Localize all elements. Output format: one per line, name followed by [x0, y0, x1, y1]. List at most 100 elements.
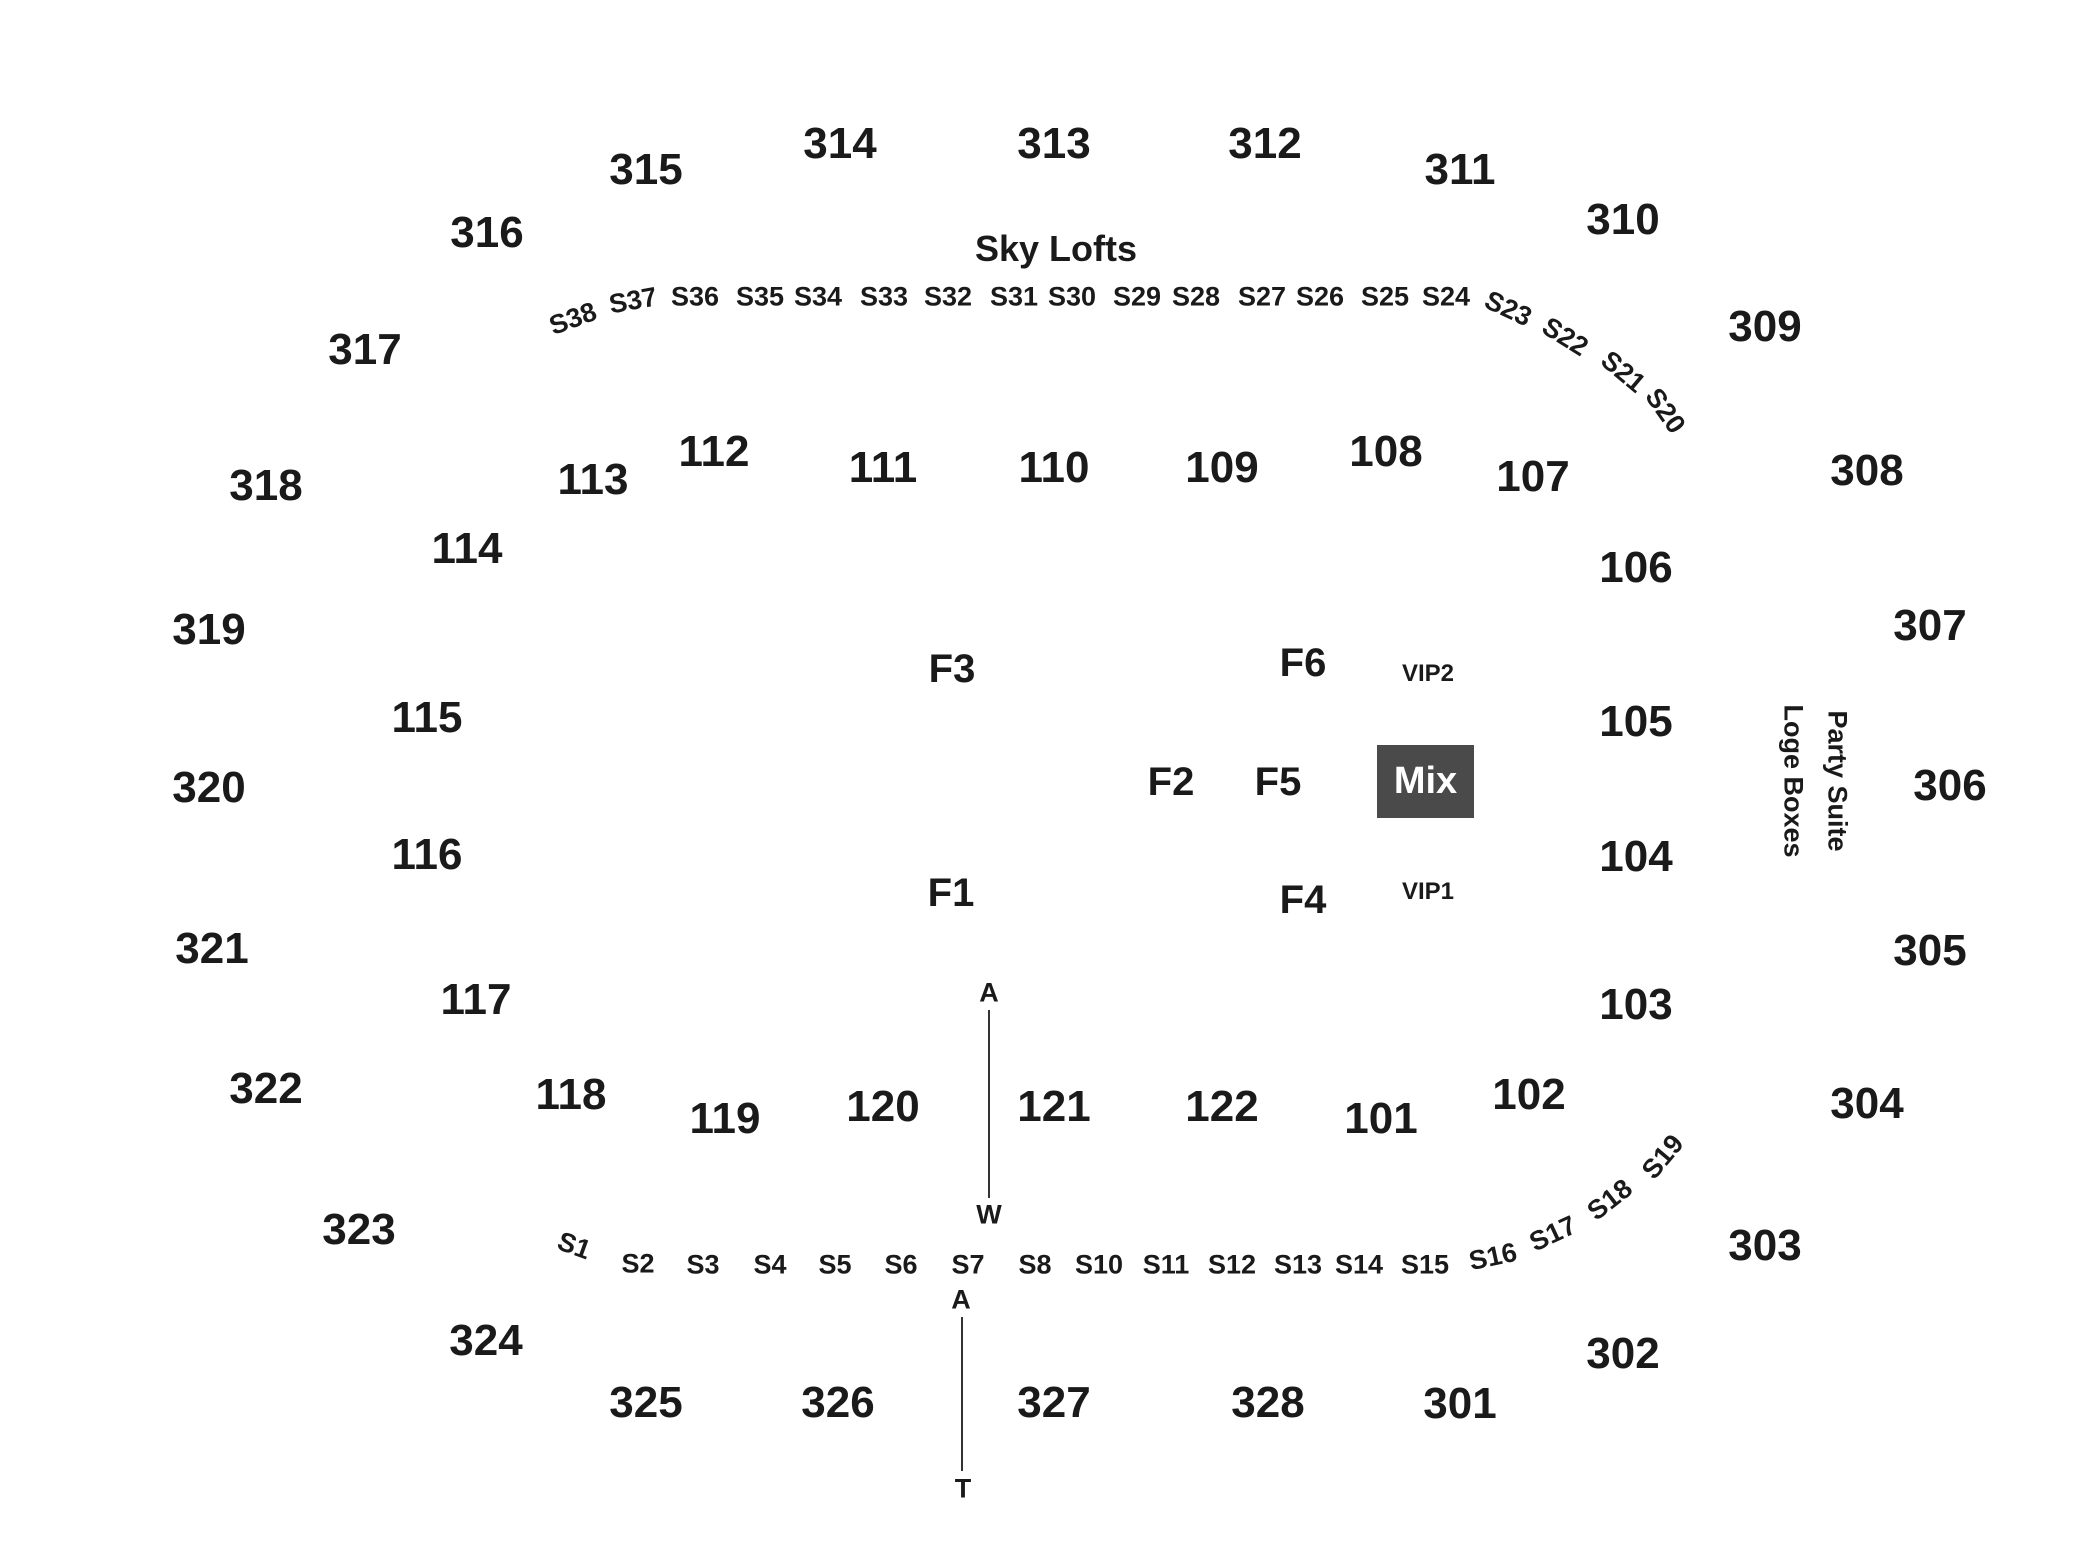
section-113[interactable]: 113	[557, 455, 629, 504]
section-106[interactable]: 106	[1599, 543, 1673, 592]
suite-s10[interactable]: S10	[1074, 1249, 1124, 1280]
suite-s6[interactable]: S6	[884, 1249, 918, 1280]
suite-s32[interactable]: S32	[923, 281, 973, 312]
section-122[interactable]: 122	[1185, 1082, 1259, 1131]
suite-s22[interactable]: S22	[1536, 311, 1594, 363]
suite-s25[interactable]: S25	[1360, 281, 1410, 312]
section-315[interactable]: 315	[609, 145, 683, 194]
section-306[interactable]: 306	[1913, 761, 1987, 810]
suite-s2[interactable]: S2	[621, 1248, 655, 1279]
section-323[interactable]: 323	[322, 1205, 396, 1254]
suite-s28[interactable]: S28	[1171, 281, 1221, 312]
section-116[interactable]: 116	[391, 830, 463, 879]
section-307[interactable]: 307	[1893, 601, 1967, 650]
section-319[interactable]: 319	[172, 605, 246, 654]
loge-boxes-label[interactable]: Loge Boxes	[1778, 704, 1809, 858]
suite-s35[interactable]: S35	[735, 281, 785, 312]
section-102[interactable]: 102	[1492, 1070, 1566, 1119]
section-311[interactable]: 311	[1424, 145, 1496, 194]
mix-label: Mix	[1393, 760, 1458, 802]
mix-position-box[interactable]: Mix	[1377, 745, 1474, 818]
section-121[interactable]: 121	[1017, 1082, 1091, 1131]
section-107[interactable]: 107	[1496, 452, 1570, 501]
floor-section-f6[interactable]: F6	[1279, 641, 1327, 685]
suite-s26[interactable]: S26	[1295, 281, 1345, 312]
section-104[interactable]: 104	[1599, 832, 1673, 881]
section-328[interactable]: 328	[1231, 1378, 1305, 1427]
section-305[interactable]: 305	[1893, 926, 1967, 975]
section-118[interactable]: 118	[535, 1070, 607, 1119]
suite-s34[interactable]: S34	[793, 281, 843, 312]
section-321[interactable]: 321	[175, 924, 249, 973]
suite-s11[interactable]: S11	[1142, 1249, 1190, 1280]
section-117[interactable]: 117	[440, 975, 512, 1024]
section-310[interactable]: 310	[1586, 195, 1660, 244]
section-111[interactable]: 111	[848, 443, 918, 492]
section-101[interactable]: 101	[1344, 1094, 1418, 1143]
suite-s38[interactable]: S38	[545, 296, 601, 341]
suite-s13[interactable]: S13	[1273, 1249, 1323, 1280]
section-115[interactable]: 115	[391, 693, 463, 742]
suite-s8[interactable]: S8	[1018, 1249, 1052, 1280]
floor-section-f4[interactable]: F4	[1279, 878, 1327, 922]
vip-section-vip2[interactable]: VIP2	[1401, 660, 1455, 687]
floor-section-f1[interactable]: F1	[927, 871, 975, 915]
suite-s5[interactable]: S5	[818, 1249, 852, 1280]
section-110[interactable]: 110	[1018, 443, 1090, 492]
section-103[interactable]: 103	[1599, 980, 1673, 1029]
suite-s33[interactable]: S33	[859, 281, 909, 312]
section-308[interactable]: 308	[1830, 446, 1904, 495]
aisle-marker-w: W	[976, 1199, 1002, 1230]
section-312[interactable]: 312	[1228, 119, 1302, 168]
suite-s7[interactable]: S7	[951, 1249, 985, 1280]
floor-section-f2[interactable]: F2	[1147, 760, 1195, 804]
suite-s1[interactable]: S1	[553, 1225, 595, 1266]
section-318[interactable]: 318	[229, 461, 303, 510]
floor-section-f5[interactable]: F5	[1254, 760, 1302, 804]
suite-s14[interactable]: S14	[1334, 1249, 1384, 1280]
suite-s31[interactable]: S31	[989, 281, 1039, 312]
section-314[interactable]: 314	[803, 119, 877, 168]
section-325[interactable]: 325	[609, 1378, 683, 1427]
suite-s21[interactable]: S21	[1595, 344, 1652, 399]
section-109[interactable]: 109	[1185, 443, 1259, 492]
section-320[interactable]: 320	[172, 763, 246, 812]
section-313[interactable]: 313	[1017, 119, 1091, 168]
section-120[interactable]: 120	[846, 1082, 920, 1131]
suite-s17[interactable]: S17	[1524, 1209, 1581, 1258]
suite-s36[interactable]: S36	[670, 281, 720, 312]
suite-s29[interactable]: S29	[1112, 281, 1162, 312]
suite-s4[interactable]: S4	[753, 1249, 787, 1280]
suite-s27[interactable]: S27	[1237, 281, 1287, 312]
section-327[interactable]: 327	[1017, 1378, 1091, 1427]
suite-s12[interactable]: S12	[1207, 1249, 1257, 1280]
section-316[interactable]: 316	[450, 208, 524, 257]
suite-s20[interactable]: S20	[1639, 382, 1692, 439]
section-302[interactable]: 302	[1586, 1329, 1660, 1378]
section-322[interactable]: 322	[229, 1064, 303, 1113]
suite-s15[interactable]: S15	[1400, 1249, 1450, 1280]
suite-s3[interactable]: S3	[686, 1249, 720, 1280]
section-309[interactable]: 309	[1728, 302, 1802, 351]
suite-s23[interactable]: S23	[1480, 284, 1537, 333]
vip-section-vip1[interactable]: VIP1	[1401, 878, 1455, 905]
suite-s16[interactable]: S16	[1466, 1236, 1520, 1277]
section-108[interactable]: 108	[1349, 427, 1423, 476]
section-324[interactable]: 324	[449, 1316, 523, 1365]
suite-s37[interactable]: S37	[606, 281, 660, 320]
section-105[interactable]: 105	[1599, 697, 1673, 746]
section-114[interactable]: 114	[431, 524, 503, 573]
suite-s18[interactable]: S18	[1581, 1172, 1638, 1227]
section-119[interactable]: 119	[689, 1094, 761, 1143]
section-303[interactable]: 303	[1728, 1221, 1802, 1270]
suite-s19[interactable]: S19	[1635, 1128, 1690, 1185]
section-326[interactable]: 326	[801, 1378, 875, 1427]
section-301[interactable]: 301	[1423, 1379, 1497, 1428]
suite-s24[interactable]: S24	[1421, 281, 1471, 312]
section-304[interactable]: 304	[1830, 1079, 1904, 1128]
section-317[interactable]: 317	[328, 325, 402, 374]
floor-section-f3[interactable]: F3	[928, 647, 976, 691]
party-suite-label[interactable]: Party Suite	[1822, 710, 1853, 852]
section-112[interactable]: 112	[678, 427, 750, 476]
suite-s30[interactable]: S30	[1047, 281, 1097, 312]
